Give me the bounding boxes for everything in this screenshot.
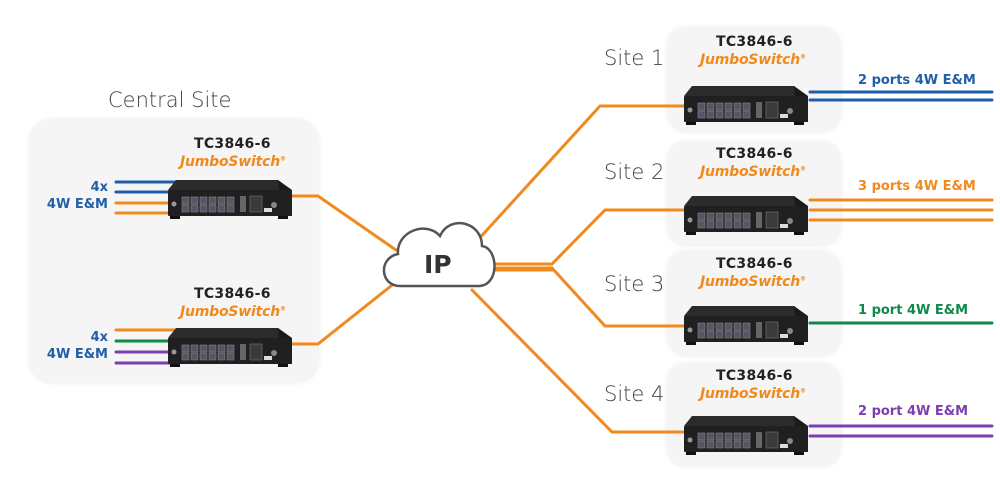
ip-cloud-icon bbox=[382, 221, 496, 288]
central-device-1-brand: JumboSwitch® bbox=[180, 154, 286, 170]
central-device-2-label-line1: 4x bbox=[90, 330, 108, 345]
central-device-1-label-line1: 4x bbox=[90, 180, 108, 195]
site-2-device bbox=[683, 195, 809, 236]
site-2-ports-label: 3 ports 4W E&M bbox=[858, 179, 976, 194]
site-4-title: Site 4 bbox=[604, 382, 665, 406]
site-1-model: TC3846-6 bbox=[716, 34, 793, 50]
central-device-2 bbox=[167, 327, 293, 368]
central-device-2-model: TC3846-6 bbox=[194, 286, 271, 302]
site-4-ports-label: 2 port 4W E&M bbox=[858, 404, 969, 419]
central-device-1-label: 4x 4W E&M bbox=[36, 179, 108, 213]
central-device-1-model: TC3846-6 bbox=[194, 136, 271, 152]
site-3-ports-label: 1 port 4W E&M bbox=[858, 303, 969, 318]
central-device-1 bbox=[167, 179, 293, 220]
site-4-device bbox=[683, 415, 809, 456]
site-1-ports-label: 2 ports 4W E&M bbox=[858, 73, 976, 88]
site-3-brand: JumboSwitch® bbox=[700, 274, 806, 290]
trunk-site-3 bbox=[486, 266, 694, 328]
trunk-site-1 bbox=[474, 104, 694, 244]
trunk-site-2 bbox=[486, 208, 694, 266]
site-2-brand: JumboSwitch® bbox=[700, 164, 806, 180]
central-device-2-label: 4x 4W E&M bbox=[36, 329, 108, 363]
site-1-title: Site 1 bbox=[604, 46, 665, 70]
site-1-brand: JumboSwitch® bbox=[700, 52, 806, 68]
site-2-title: Site 2 bbox=[604, 160, 665, 184]
site-1-device bbox=[683, 85, 809, 126]
site-3-device bbox=[683, 305, 809, 346]
central-device-2-label-line2: 4W E&M bbox=[46, 347, 108, 362]
site-4-model: TC3846-6 bbox=[716, 368, 793, 384]
site-3-model: TC3846-6 bbox=[716, 256, 793, 272]
site-2-model: TC3846-6 bbox=[716, 146, 793, 162]
central-device-1-label-line2: 4W E&M bbox=[46, 197, 108, 212]
trunk-site-4 bbox=[470, 288, 694, 434]
ip-cloud-label: IP bbox=[424, 250, 452, 279]
trunk-central-1 bbox=[288, 194, 398, 252]
site-4-brand: JumboSwitch® bbox=[700, 386, 806, 402]
site-3-title: Site 3 bbox=[604, 272, 665, 296]
central-device-2-brand: JumboSwitch® bbox=[180, 304, 286, 320]
trunk-central-2 bbox=[288, 280, 398, 346]
central-site-title: Central Site bbox=[108, 88, 232, 112]
